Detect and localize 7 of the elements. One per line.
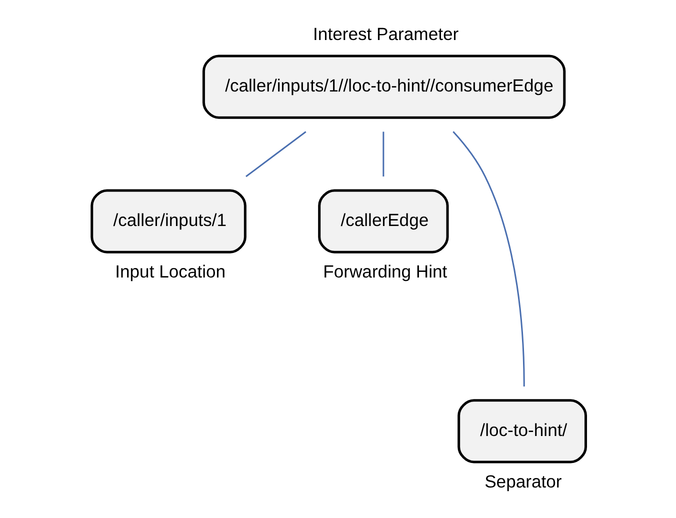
node-label: Input Location [114, 261, 226, 282]
connector [452, 131, 524, 386]
node-label: Forwarding Hint [322, 261, 447, 282]
node-label: Interest Parameter [312, 24, 458, 44]
node-label: Separator [484, 471, 562, 492]
connector [245, 131, 306, 178]
connector [382, 132, 384, 176]
